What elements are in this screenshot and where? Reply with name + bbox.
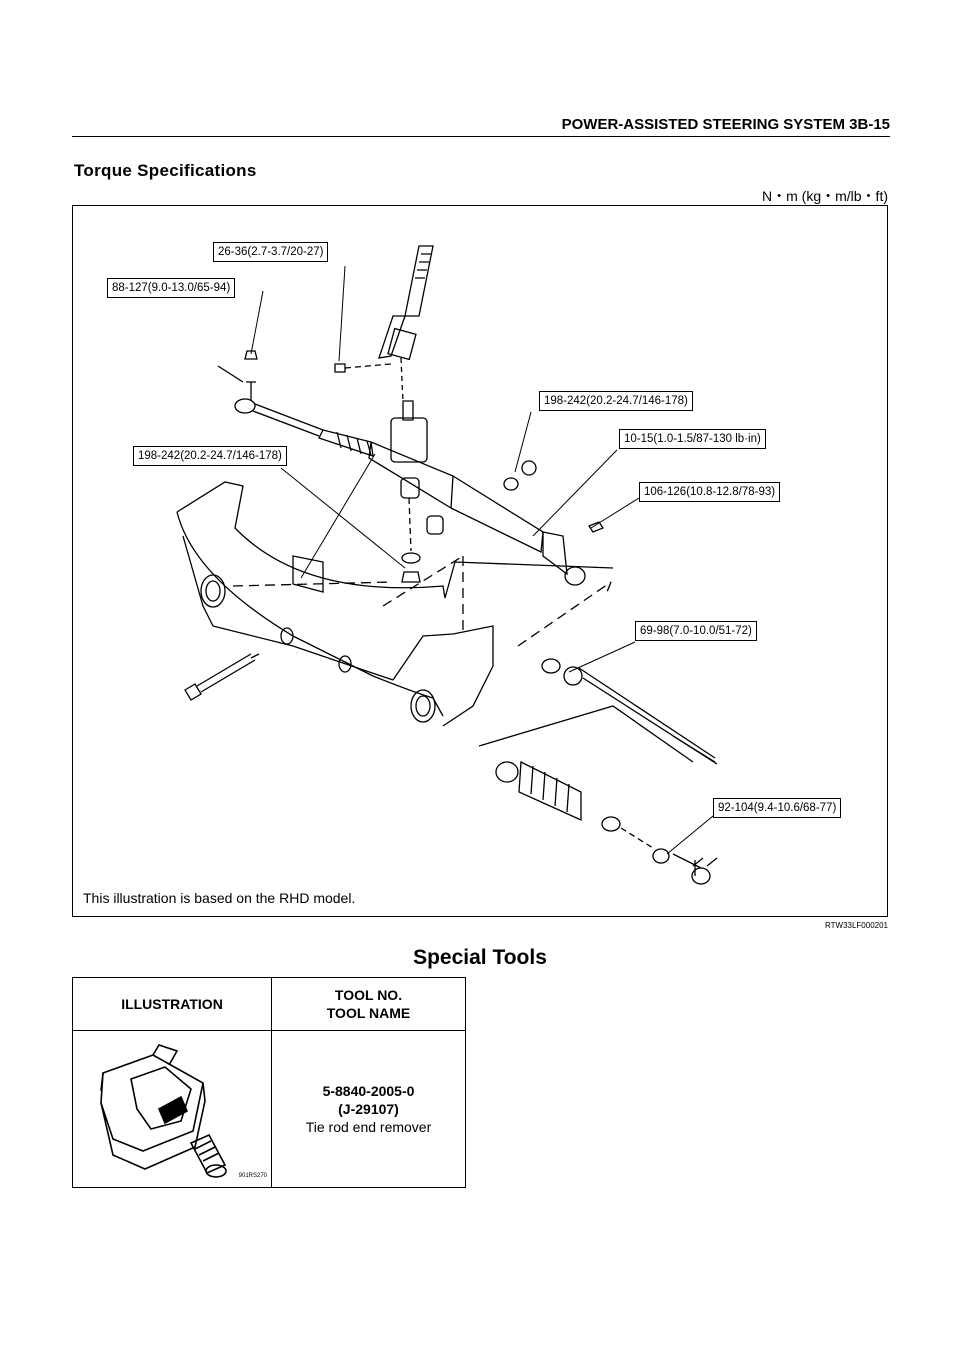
header-rule (72, 136, 890, 137)
tool-info-cell: 5-8840-2005-0 (J-29107) Tie rod end remo… (271, 1030, 466, 1188)
tool-illustration-cell: 901RS270 (72, 1030, 272, 1188)
torque-callout: 69-98(7.0-10.0/51-72) (635, 621, 757, 641)
tool-image-code: 901RS270 (238, 1173, 267, 1179)
tool-name: Tie rod end remover (305, 1119, 432, 1135)
torque-callout: 106-126(10.8-12.8/78-93) (639, 482, 781, 502)
torque-units: N・m (kg・m/lb・ft) (762, 188, 888, 204)
tie-rod-end-remover-drawing (100, 1044, 227, 1178)
torque-callout: 198-242(20.2-24.7/146-178) (133, 446, 287, 466)
torque-callout: 10-15(1.0-1.5/87-130 lb·in) (619, 429, 766, 449)
figure-reference-code: RTW33LF000201 (825, 921, 888, 930)
torque-callout: 198-242(20.2-24.7/146-178) (539, 391, 693, 411)
table-row: 901RS270 5-8840-2005-0 (J-29107) Tie rod… (72, 1030, 466, 1188)
table-header-row: ILLUSTRATION TOOL NO. TOOL NAME (72, 977, 466, 1031)
torque-callout: 88-127(9.0-13.0/65-94) (107, 278, 236, 298)
tool-name-header: TOOL NAME (326, 1005, 411, 1021)
tool-alt-number: (J-29107) (338, 1101, 399, 1117)
steering-assembly-illustration: 26-36(2.7-3.7/20-27) 88-127(9.0-13.0/65-… (72, 205, 888, 917)
tool-number: 5-8840-2005-0 (322, 1083, 415, 1099)
page-header-title: POWER-ASSISTED STEERING SYSTEM 3B-15 (561, 116, 890, 133)
special-tools-table: ILLUSTRATION TOOL NO. TOOL NAME (72, 977, 466, 1188)
tool-no-header: TOOL NO. (334, 987, 403, 1003)
steering-exploded-diagram (176, 245, 718, 885)
illustration-note: This illustration is based on the RHD mo… (83, 890, 356, 906)
tie-rod-end-remover-illustration: 901RS270 (73, 1031, 271, 1187)
torque-section-title: Torque Specifications (74, 161, 257, 180)
torque-callout: 26-36(2.7-3.7/20-27) (213, 242, 329, 262)
illustration-header: ILLUSTRATION (72, 977, 272, 1031)
tool-header: TOOL NO. TOOL NAME (271, 977, 466, 1031)
torque-callout: 92-104(9.4-10.6/68-77) (713, 798, 842, 818)
special-tools-title: Special Tools (413, 946, 547, 969)
